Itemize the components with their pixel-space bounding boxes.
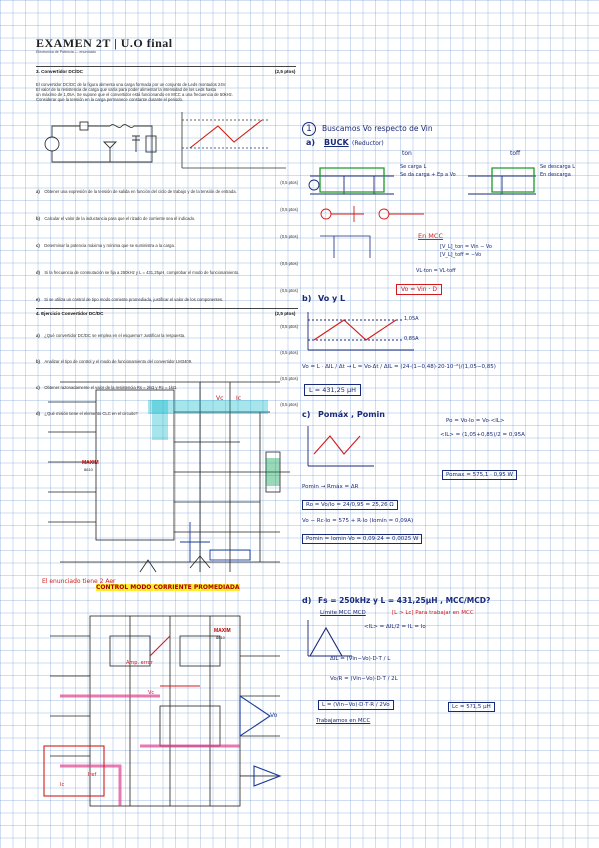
buck-toff-sketch: [468, 167, 536, 195]
q4-chip-part: 8610: [84, 467, 93, 472]
q4-chip-brand: MAXIM: [82, 460, 99, 466]
e-tag: Ic: [60, 782, 65, 788]
svg-text:Vc: Vc: [216, 395, 223, 402]
c-eq: <IL> = (1,05+0,85)/2 = 0,95A: [440, 432, 525, 438]
c-line: Pomin = Iomin·Vo = 0,09·24 = 0,0025 W: [302, 534, 423, 544]
c-title: Pomáx , Pomin: [318, 410, 385, 419]
on-note: Se carga L: [400, 164, 427, 170]
d-line: Vo/R = (Vin−Vo)·D·T / 2L: [330, 676, 398, 682]
mcc-eq: [V_L]_ton = Vin − Vo: [440, 244, 492, 250]
d-label: d): [302, 596, 312, 605]
b-waveform: [307, 312, 414, 351]
e-chip-part: 8610: [216, 635, 225, 640]
b-title: Vo y L: [318, 294, 346, 303]
q4-item: d) ¿Qué misión tiene el elemento CLC en …: [36, 402, 298, 416]
q3-item: d) Si la frecuencia de conmutación se fi…: [36, 261, 298, 275]
q3-items: a) Obtener una expresión de la tensión d…: [36, 180, 298, 315]
c-waveform: [307, 426, 374, 467]
a-label: a): [306, 138, 316, 147]
e-chip-brand: MAXIM: [214, 628, 231, 634]
c-eq: Po = Vo·Io = Vo·<IL>: [446, 418, 505, 424]
e-schematic: [43, 615, 282, 807]
on-note: Se da carga + Ep a Vo: [400, 172, 456, 178]
mcc-eq: [V_L]_toff = −Vo: [440, 252, 482, 258]
q3-intro-line: un máximo de 1,05A. Se supone que el con…: [36, 92, 233, 97]
e-tag: Vo: [270, 712, 278, 719]
e-tag: Amp. error: [126, 660, 153, 666]
section-1-number: 1: [302, 122, 316, 136]
q3-heading: 3. Convertidor DC/DC: [36, 69, 83, 74]
q4-heading: 4. Ejercicio Convertidor DC/DC: [36, 311, 104, 316]
b-label: b): [302, 294, 312, 303]
d-subtitle: Límite MCC MCD: [320, 610, 366, 616]
e-note: El enunciado tiene 2 Aer: [42, 578, 116, 585]
toff-label: toff: [510, 150, 521, 157]
d-result: Lc = 5?1,5 μH: [448, 702, 495, 712]
q4-items: a) ¿Qué convertidor DC/DC se emplea en e…: [36, 324, 298, 428]
loop-sketches: [320, 206, 424, 258]
c-label: c): [302, 410, 311, 419]
off-note: En descarga: [540, 172, 571, 178]
buck-ton-sketch: [308, 167, 394, 195]
d-line: L = (Vin−Vo)·D·T·R / 2Vo: [318, 700, 394, 710]
e-tag: Iref: [88, 772, 97, 778]
b-value: 0,85A: [404, 336, 419, 342]
final-vo-eq: Vo = Vin · D: [396, 284, 442, 295]
e-tag: Vc: [148, 690, 155, 696]
c-line: Ro = Vo/Io = 24/0,95 = 25,26 Ω: [302, 500, 398, 510]
q3-item: c) Determinar la potencia máxima y mínim…: [36, 234, 298, 248]
c-line: Vo − Rc·Io = 575 + R·Io (Iomín = 0,09A): [302, 518, 414, 524]
c-line: Pomin → Rmáx = ΔR: [302, 484, 359, 490]
buck-schematic: [44, 121, 157, 163]
e-title: CONTROL MODO CORRIENTE PROMEDIADA: [96, 584, 240, 591]
q3-intro-line: El valor de la resistencia de carga que …: [36, 87, 216, 92]
q3-intro-line: El convertidor DC/DC de la figura alimen…: [36, 82, 227, 87]
q4-item: c) Obtener razonadamente el valor de la …: [36, 376, 298, 390]
q4-item: a) ¿Qué convertidor DC/DC se emplea en e…: [36, 324, 298, 338]
off-note: Se descarga L: [540, 164, 576, 170]
a-title: BUCK: [324, 138, 349, 147]
d-conclusion: Trabajamos en MCC: [316, 718, 371, 724]
q3-waveform: [181, 112, 286, 169]
d-note: [L > Lc] Para trabajar en MCC: [392, 610, 474, 616]
b-value: 1,05A: [404, 316, 419, 322]
q3-intro-line: Considerar que la tensión en la carga pe…: [36, 97, 184, 102]
d-line: ΔIL = (Vin−Vo)·D·T / L: [330, 656, 391, 662]
q3-item: e) Si se utiliza un control de tipo modo…: [36, 288, 298, 302]
exam-title: EXAMEN 2T | U.O final: [36, 36, 173, 50]
b-equation: Vo = L · ΔIL / Δt → L = Vo·Δt / ΔIL = (2…: [302, 364, 496, 370]
section-1-title: Buscamos Vo respecto de Vin: [322, 124, 433, 133]
c-pmax: Pomax = 575,1 · 0,95 W: [442, 470, 517, 480]
q3-intro: El convertidor DC/DC de la figura alimen…: [36, 82, 298, 102]
q3-item: a) Obtener una expresión de la tensión d…: [36, 180, 298, 194]
q4-points: (2,5 ptos): [275, 311, 296, 316]
q4-item: b) Analizar el tipo de control y el modo…: [36, 350, 298, 364]
mcc-title: En MCC: [418, 232, 443, 240]
exam-subtitle: Electronica de Potencia — enunciado: [36, 50, 96, 54]
q4-divider: [36, 308, 298, 309]
d-title: Fs = 250kHz y L = 431,25μH , MCC/MCD?: [318, 596, 491, 605]
mcc-eq: VL·ton = VL·toff: [416, 268, 456, 274]
d-waveform: [307, 620, 352, 657]
q3-item: b) Calcular el valor de la inductancia p…: [36, 207, 298, 221]
a-subtitle: (Reductor): [352, 140, 384, 147]
d-line: <IL> = ΔIL/2 = IL = Io: [364, 624, 426, 630]
q3-points: (2,5 ptos): [275, 69, 296, 74]
q4-schematic: Vc Ic: [48, 381, 290, 573]
svg-text:Ic: Ic: [236, 395, 241, 402]
ton-label: ton: [402, 150, 412, 157]
b-result: L = 431,25 μH: [304, 384, 362, 396]
header-divider: [36, 66, 296, 67]
